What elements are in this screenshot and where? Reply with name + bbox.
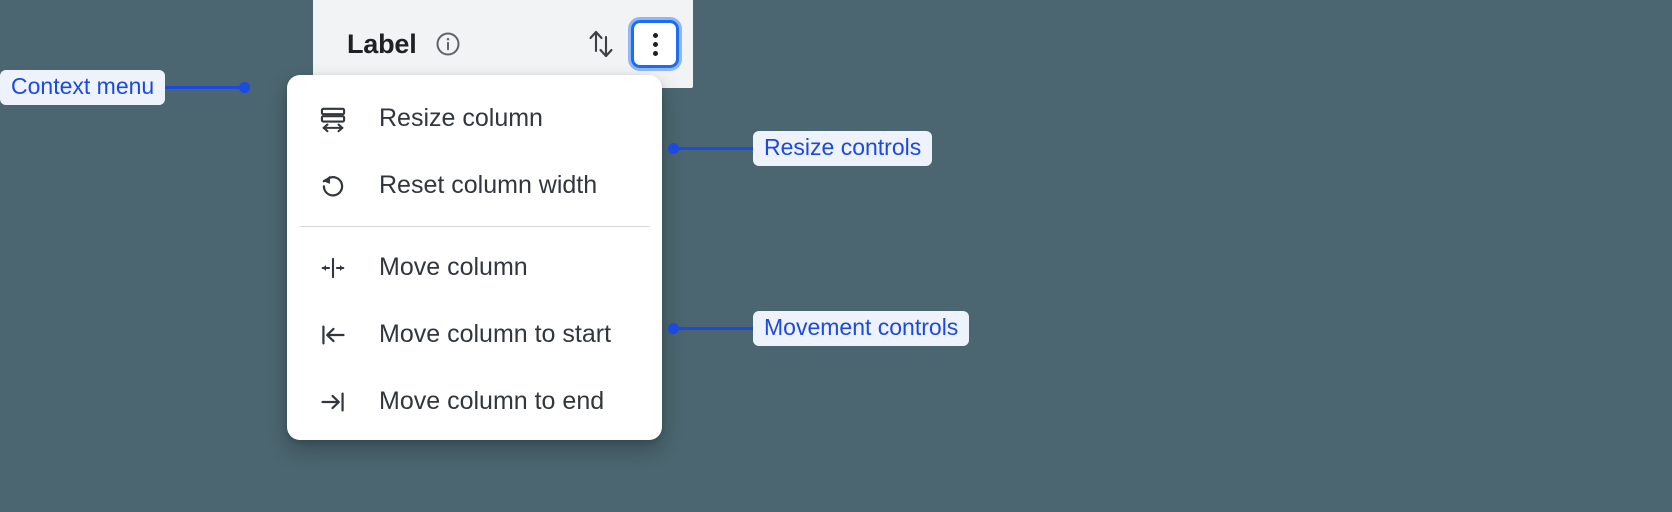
menu-item-label: Move column to end [379, 387, 605, 415]
menu-item-label: Resize column [379, 104, 543, 132]
callout-label: Context menu [0, 69, 166, 105]
more-vertical-icon [652, 32, 658, 56]
callout-label: Resize controls [753, 130, 933, 166]
menu-item-resize-column[interactable]: Resize column [287, 85, 662, 152]
callout-leader-line [165, 81, 251, 93]
move-to-end-icon [318, 387, 348, 417]
move-left-right-icon [318, 253, 348, 283]
reset-rotate-ccw-icon [318, 171, 348, 201]
callout-movement-controls: Movement controls [668, 310, 970, 346]
menu-divider [299, 226, 650, 227]
menu-item-label: Move column [379, 253, 528, 281]
column-context-menu: Resize column Reset column width [287, 75, 662, 440]
column-header-panel: Label [313, 0, 693, 88]
info-circle-icon[interactable] [433, 25, 463, 59]
callout-anchor-dot [668, 142, 679, 154]
callout-leader-line [668, 142, 753, 154]
callout-leader-line [668, 322, 753, 334]
menu-item-move-column-to-end[interactable]: Move column to end [287, 368, 662, 435]
callout-anchor-dot [239, 81, 251, 93]
menu-item-label: Move column to start [379, 320, 612, 348]
move-to-start-icon [318, 320, 348, 350]
callout-label: Movement controls [753, 310, 970, 346]
column-header-title: Label [347, 28, 417, 59]
menu-item-label: Reset column width [379, 171, 598, 199]
menu-item-reset-column-width[interactable]: Reset column width [287, 152, 662, 219]
sort-arrows-updown-icon[interactable] [583, 20, 619, 64]
callout-anchor-dot [668, 322, 679, 334]
menu-item-move-column-to-start[interactable]: Move column to start [287, 301, 662, 368]
callout-resize-controls: Resize controls [668, 130, 933, 166]
callout-context-menu: Context menu [0, 69, 251, 105]
menu-item-move-column[interactable]: Move column [287, 234, 662, 301]
resize-column-icon [318, 104, 348, 134]
column-options-kebab-button[interactable] [631, 20, 679, 68]
